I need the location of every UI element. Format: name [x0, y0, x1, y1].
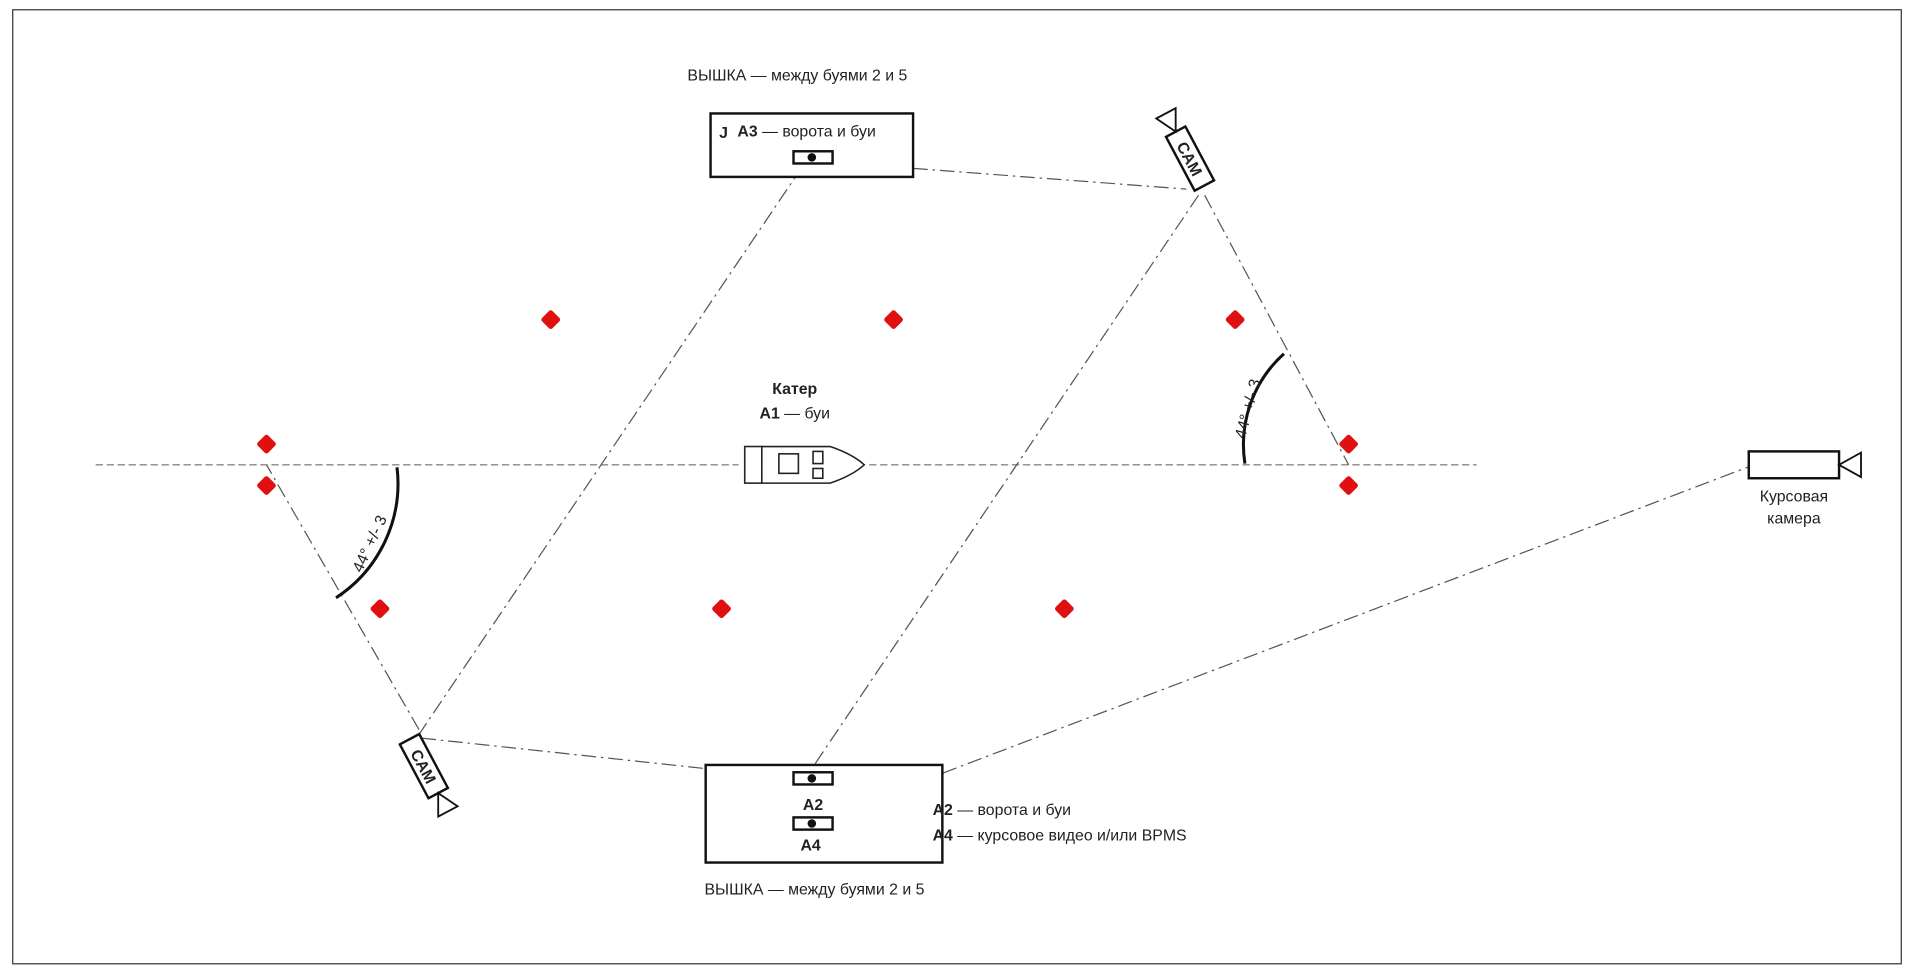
camera-a3-icon: [792, 150, 834, 165]
gate-buoy: [1339, 476, 1358, 495]
buoy: [712, 599, 731, 619]
legend-a2-desc: — ворота и буи: [953, 802, 1071, 819]
course-camera-icon: [1747, 450, 1862, 480]
a3-desc: — ворота и буи: [758, 124, 876, 141]
boat-title: Катер: [772, 381, 817, 398]
sight-line: [265, 464, 420, 730]
boat-code: A1: [759, 405, 779, 422]
sight-line: [421, 737, 706, 770]
boat-icon: [743, 445, 866, 484]
buoy: [1055, 599, 1074, 619]
camera-top-right-icon: CAM: [1154, 106, 1216, 193]
top-tower-prefix: J: [719, 125, 728, 142]
sight-line: [418, 166, 803, 735]
bottom-tower-caption: ВЫШКА — между буями 2 и 5: [704, 881, 924, 898]
camera-a4-icon: [792, 816, 834, 831]
angle-arc-right: [1241, 352, 1285, 464]
a3-code: A3: [737, 124, 757, 141]
course-camera-label-1: Курсовая: [1760, 488, 1828, 505]
course-camera-label-2: камера: [1767, 510, 1821, 527]
sight-line: [811, 194, 1200, 769]
legend-a4: A4 — курсовое видео и/или BPMS: [933, 828, 1187, 845]
gate-buoy: [1339, 434, 1358, 454]
boat-desc: — буи: [780, 405, 830, 422]
a4-label: A4: [800, 837, 820, 854]
sight-line: [1204, 194, 1350, 466]
legend-a4-desc: — курсовое видео и/или BPMS: [953, 828, 1187, 845]
frame-border: [12, 9, 1902, 965]
legend-a2-code: A2: [933, 802, 953, 819]
buoy: [1225, 310, 1245, 329]
top-tower-label: A3 — ворота и буи: [737, 124, 875, 141]
gate-buoy: [257, 476, 276, 495]
buoys: [257, 310, 1358, 619]
top-tower-box: [709, 112, 915, 179]
angle-label-right: 44° +/- 3: [1232, 377, 1264, 440]
top-tower-caption: ВЫШКА — между буями 2 и 5: [687, 68, 907, 85]
camera-bottom-left-icon: CAM: [398, 732, 460, 819]
legend-a4-code: A4: [933, 828, 953, 845]
angle-arc-left: [335, 467, 400, 600]
boat-label: A1 — буи: [759, 405, 829, 422]
camera-a2-icon: [792, 771, 834, 786]
buoy: [370, 599, 390, 619]
a2-label: A2: [803, 797, 823, 814]
sight-line: [842, 466, 1748, 812]
gate-buoy: [257, 434, 276, 454]
legend-a2: A2 — ворота и буи: [933, 802, 1071, 819]
buoy: [884, 310, 903, 329]
sight-lines: [265, 166, 1748, 812]
buoy: [541, 310, 561, 329]
sight-line: [913, 167, 1187, 190]
